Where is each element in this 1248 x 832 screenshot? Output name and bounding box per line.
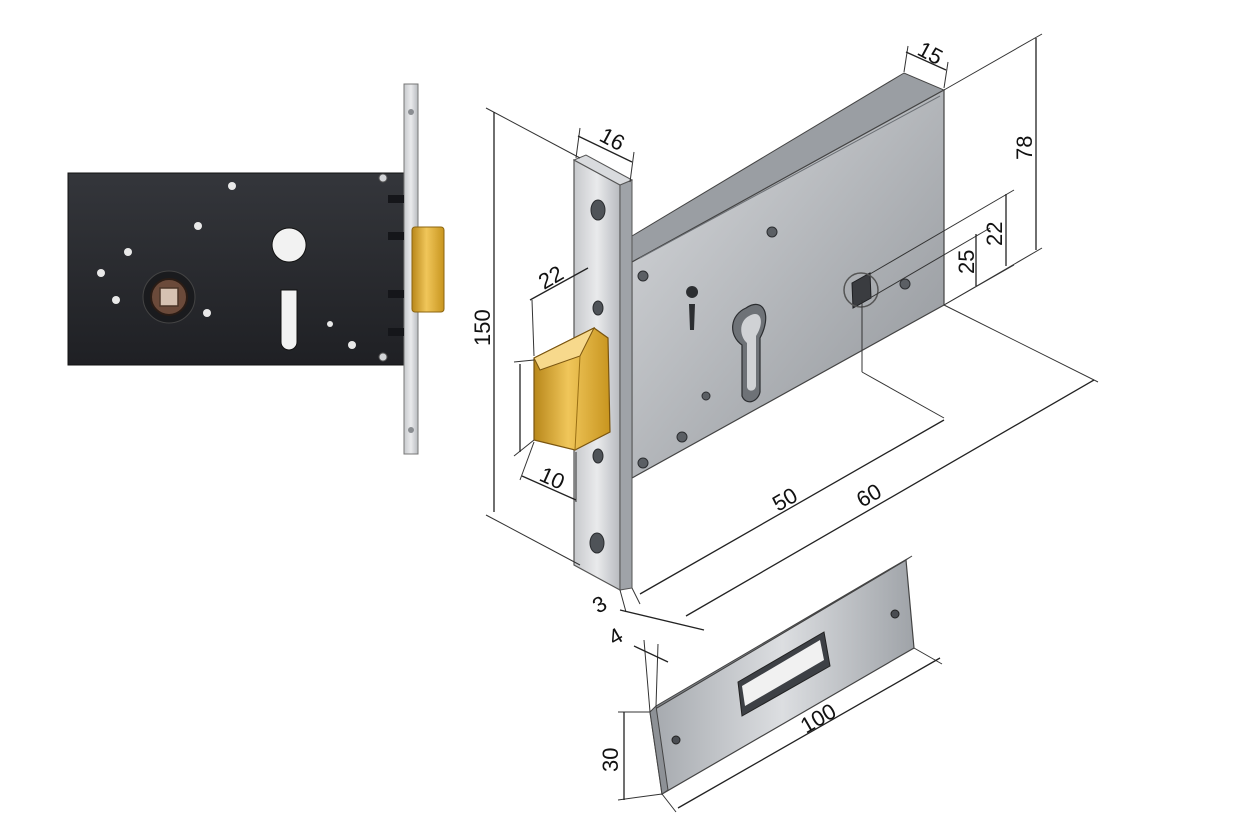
dim-body-length: 60 [852, 478, 886, 512]
strike-plate [649, 555, 915, 795]
dim-strike-thickness: 4 [604, 623, 627, 651]
dim-offset-25: 25 [954, 250, 979, 274]
dark-lock-case [67, 172, 407, 366]
right-lock-drawing [533, 72, 946, 592]
left-cylinder-cutout [271, 227, 307, 351]
dim-offset-22: 22 [982, 222, 1007, 246]
dim-faceplate-thickness: 3 [588, 591, 611, 619]
right-spindle-square [851, 272, 872, 309]
dim-strike-width: 30 [598, 748, 623, 772]
dim-latch-projection: 10 [536, 462, 569, 495]
left-lock-photo [67, 83, 445, 455]
dim-latch-height: 22 [534, 260, 568, 294]
dim-body-height: 78 [1012, 136, 1037, 160]
dim-body-depth: 15 [914, 36, 947, 70]
dim-backset: 50 [768, 482, 802, 516]
faceplate-edge [619, 179, 633, 591]
left-brass-latch [411, 226, 445, 313]
dim-faceplate-width: 16 [596, 122, 629, 156]
dim-overall-height: 150 [470, 309, 495, 346]
dimension-lines [485, 33, 1099, 813]
